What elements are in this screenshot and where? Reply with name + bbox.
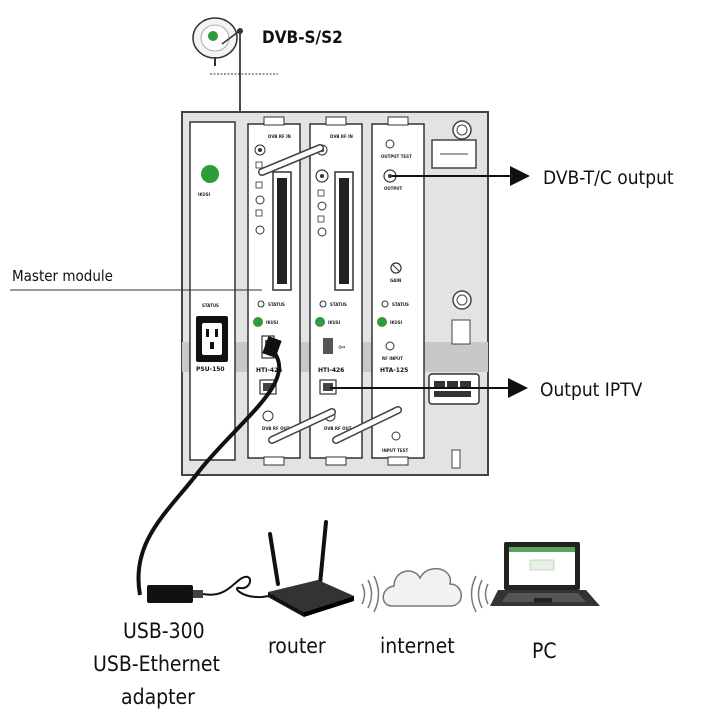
svg-text:INPUT TEST: INPUT TEST <box>382 448 408 453</box>
hti426-module: DVB RF IN STATUS IKUSI ⇦ HTI-426 DVB RF … <box>309 116 363 466</box>
ethernet-cable <box>202 575 277 599</box>
dvbt-output-label: DVB-T/C output <box>543 167 674 189</box>
svg-text:STATUS: STATUS <box>330 302 347 307</box>
svg-text:STATUS: STATUS <box>392 302 409 307</box>
svg-text:IKUSI: IKUSI <box>390 320 403 325</box>
internet-label: internet <box>380 634 455 658</box>
svg-text:⇦: ⇦ <box>338 343 346 353</box>
svg-text:DVB RF IN: DVB RF IN <box>268 134 291 139</box>
status-label: STATUS <box>202 303 219 308</box>
usb300-label: USB-300 <box>123 619 205 643</box>
svg-text:DVB RF IN: DVB RF IN <box>330 134 353 139</box>
psu-model-label: PSU-150 <box>196 366 225 373</box>
usb-ethernet-adapter-icon <box>147 585 203 603</box>
svg-text:STATUS: STATUS <box>268 302 285 307</box>
svg-text:RF INPUT: RF INPUT <box>382 356 403 361</box>
router-label: router <box>268 634 326 658</box>
satellite-dish-icon <box>192 17 243 66</box>
iptv-output-label: Output IPTV <box>540 379 643 401</box>
hta125-module: OUTPUT TEST OUTPUT GAIN STATUS IKUSI RF … <box>371 116 425 466</box>
brand-label: IKUSI <box>198 192 211 197</box>
svg-text:OUTPUT TEST: OUTPUT TEST <box>381 154 412 159</box>
svg-text:GAIN: GAIN <box>390 278 401 283</box>
usb-port-icon <box>323 338 333 354</box>
hti424-model-label: HTI-424 <box>256 367 282 374</box>
usb-cable <box>136 348 281 596</box>
svg-text:DVB RF OUT: DVB RF OUT <box>262 426 290 431</box>
wireless-waves-icon <box>470 575 489 613</box>
master-module-label: Master module <box>12 267 113 285</box>
wireless-waves-icon <box>361 575 380 613</box>
adapter-label: adapter <box>121 685 195 709</box>
ikusi-logo-icon <box>201 165 219 183</box>
laptop-pc-icon <box>490 542 600 606</box>
svg-text:OUTPUT: OUTPUT <box>384 186 403 191</box>
svg-text:DVB RF OUT: DVB RF OUT <box>324 426 352 431</box>
hta125-model-label: HTA-125 <box>380 367 408 374</box>
router-icon <box>268 520 354 617</box>
psu-module: IKUSI STATUS PSU-150 <box>189 121 236 461</box>
internet-cloud-icon <box>382 567 462 607</box>
hti426-model-label: HTI-426 <box>318 367 344 374</box>
dvbs-label: DVB-S/S2 <box>262 28 343 48</box>
usb-ethernet-label: USB-Ethernet <box>93 652 220 676</box>
pc-label: PC <box>532 639 557 663</box>
svg-text:IKUSI: IKUSI <box>266 320 279 325</box>
svg-text:IKUSI: IKUSI <box>328 320 341 325</box>
